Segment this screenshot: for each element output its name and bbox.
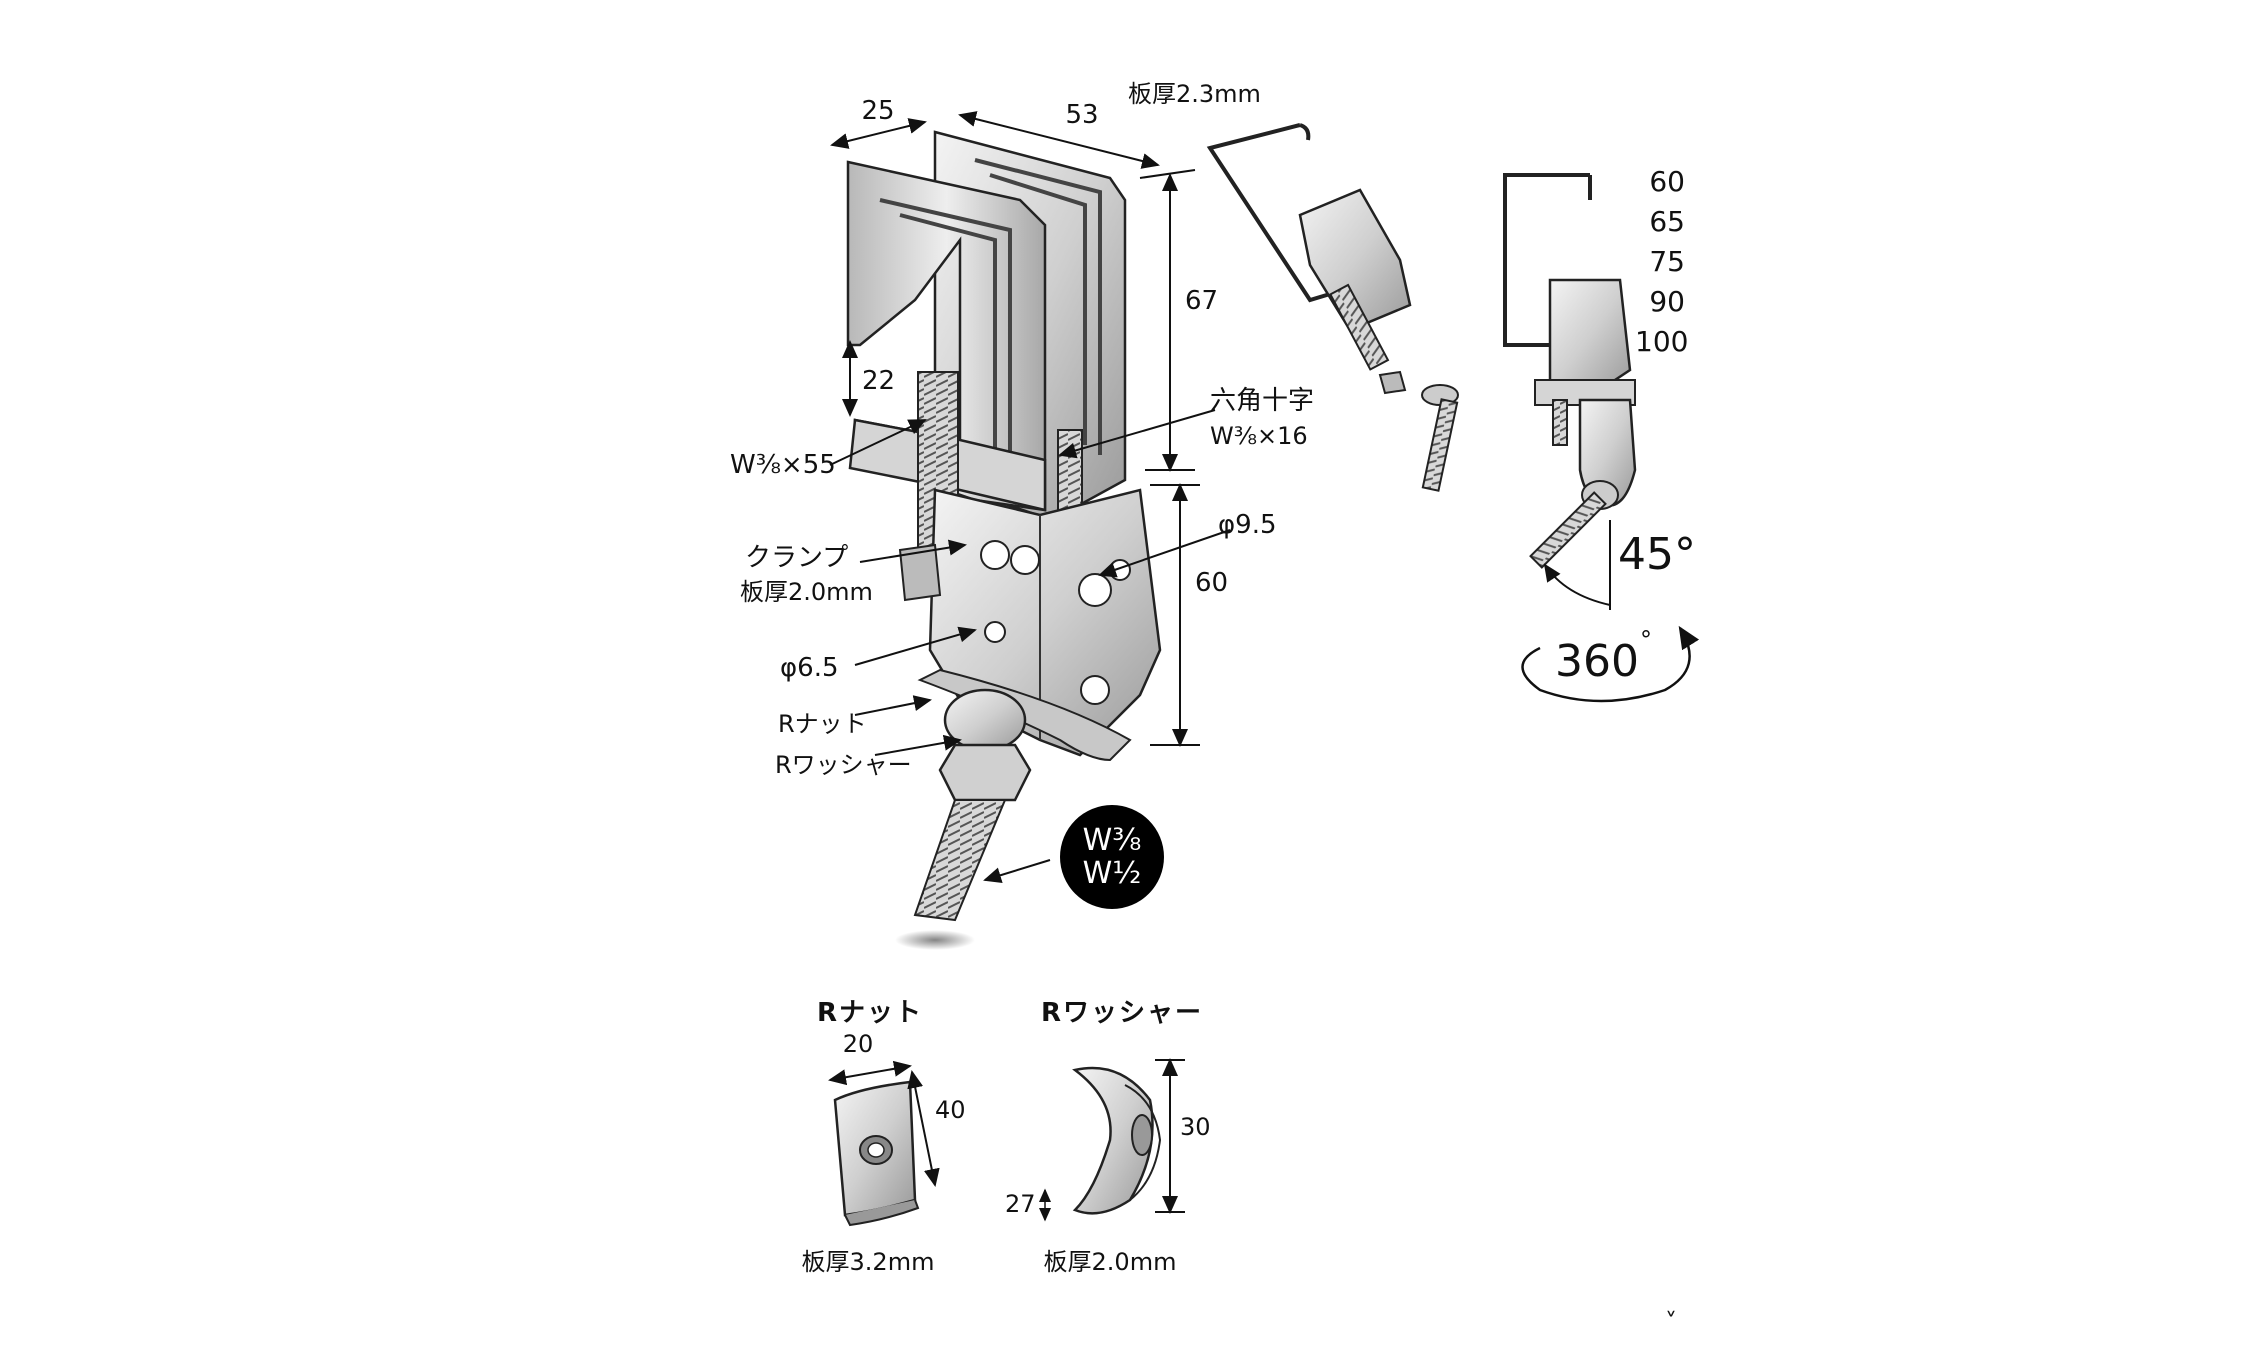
beam-height-item: 90 [1649, 285, 1685, 318]
dim-height-bottom-label: 60 [1195, 568, 1229, 598]
hole-small-label: φ6.5 [780, 653, 839, 683]
dim-length-label: 53 [1065, 100, 1099, 130]
usage-illustration-tilted [1206, 123, 1459, 492]
bolt-size-label: W⅜×55 [730, 450, 836, 480]
r-nut-drawing [828, 1060, 940, 1227]
rod-size-1: W⅜ [1082, 823, 1142, 858]
usage-illustration-beam [1503, 173, 1700, 703]
dimension-lines [829, 111, 1231, 883]
r-washer-height: 30 [1180, 1113, 1211, 1141]
hex-cross-label: 六角十字 [1210, 386, 1315, 416]
r-nut-title: Rナット [816, 998, 924, 1028]
hex-cross-size-label: W⅜×16 [1210, 422, 1308, 450]
rotation-degree-sign: ° [1640, 626, 1652, 654]
dim-width-label: 25 [861, 96, 895, 126]
rod-size-2: W½ [1082, 856, 1142, 891]
clamp-label: クランプ [745, 543, 849, 573]
dim-height-top-label: 67 [1185, 286, 1219, 316]
hole-large-label: φ9.5 [1218, 510, 1277, 540]
footer-mark: ˅ [1665, 1308, 1677, 1336]
main-clamp-drawing [846, 130, 1162, 950]
r-nut-height: 40 [935, 1096, 966, 1124]
r-washer-title: Rワッシャー [1040, 998, 1204, 1028]
r-washer-depth: 27 [1005, 1190, 1036, 1218]
plate-thickness-top-label: 板厚2.3mm [1128, 80, 1261, 108]
tilt-angle-label: 45° [1618, 529, 1696, 580]
r-washer-callout: Rワッシャー [775, 751, 912, 779]
r-nut-thickness: 板厚3.2mm [801, 1248, 935, 1276]
r-nut-width: 20 [842, 1030, 874, 1058]
r-washer-drawing [1039, 1058, 1185, 1222]
beam-height-item: 100 [1635, 325, 1689, 358]
dim-22-label: 22 [862, 366, 896, 396]
beam-heights-list: 60 65 75 90 100 [1635, 162, 1689, 362]
clamp-thickness-label: 板厚2.0mm [740, 578, 873, 606]
r-nut-callout: Rナット [778, 710, 867, 738]
beam-height-item: 65 [1649, 205, 1685, 238]
beam-height-item: 60 [1649, 165, 1685, 198]
rotation-angle-label: 360 [1555, 636, 1639, 687]
rod-size-badge: W⅜ W½ [1060, 805, 1164, 909]
r-washer-thickness: 板厚2.0mm [1043, 1248, 1177, 1276]
beam-height-item: 75 [1649, 245, 1685, 278]
